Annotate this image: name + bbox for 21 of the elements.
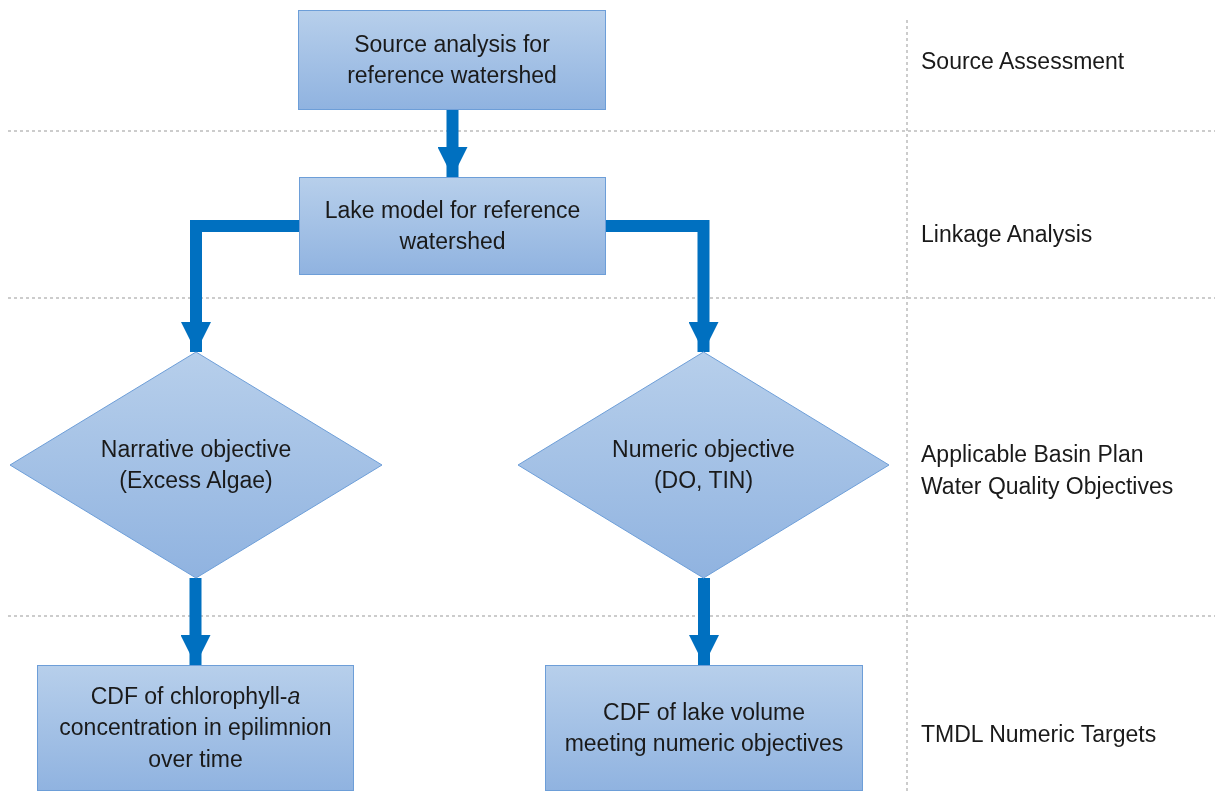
node-text: Numeric objective (DO, TIN) [611,434,796,495]
stage-label: Linkage Analysis [921,220,1094,249]
process-box [299,177,606,275]
decision-diamond [10,352,382,578]
arrow [180,578,211,665]
node-text: Narrative objective (Excess Algae) [100,434,292,495]
node-text: Source analysis for reference watershed [346,29,558,90]
process-box [545,665,863,791]
decision-diamond [518,352,889,578]
process-box [37,665,354,791]
stage-label: Source Assessment [921,47,1126,76]
node-text: CDF of chlorophyll-a concentration in epilimnion over time [58,682,333,774]
node-text: CDF of lake volume meeting numeric objectives [563,697,845,758]
arrow [606,220,719,352]
process-box [298,10,606,110]
stage-label: Applicable Basin Plan Water Quality Objectives [921,440,1175,502]
arrow [437,110,468,177]
arrow [181,220,299,352]
node-text: Lake model for reference watershed [323,195,582,256]
arrow [689,578,719,665]
stage-label: TMDL Numeric Targets [921,720,1158,749]
